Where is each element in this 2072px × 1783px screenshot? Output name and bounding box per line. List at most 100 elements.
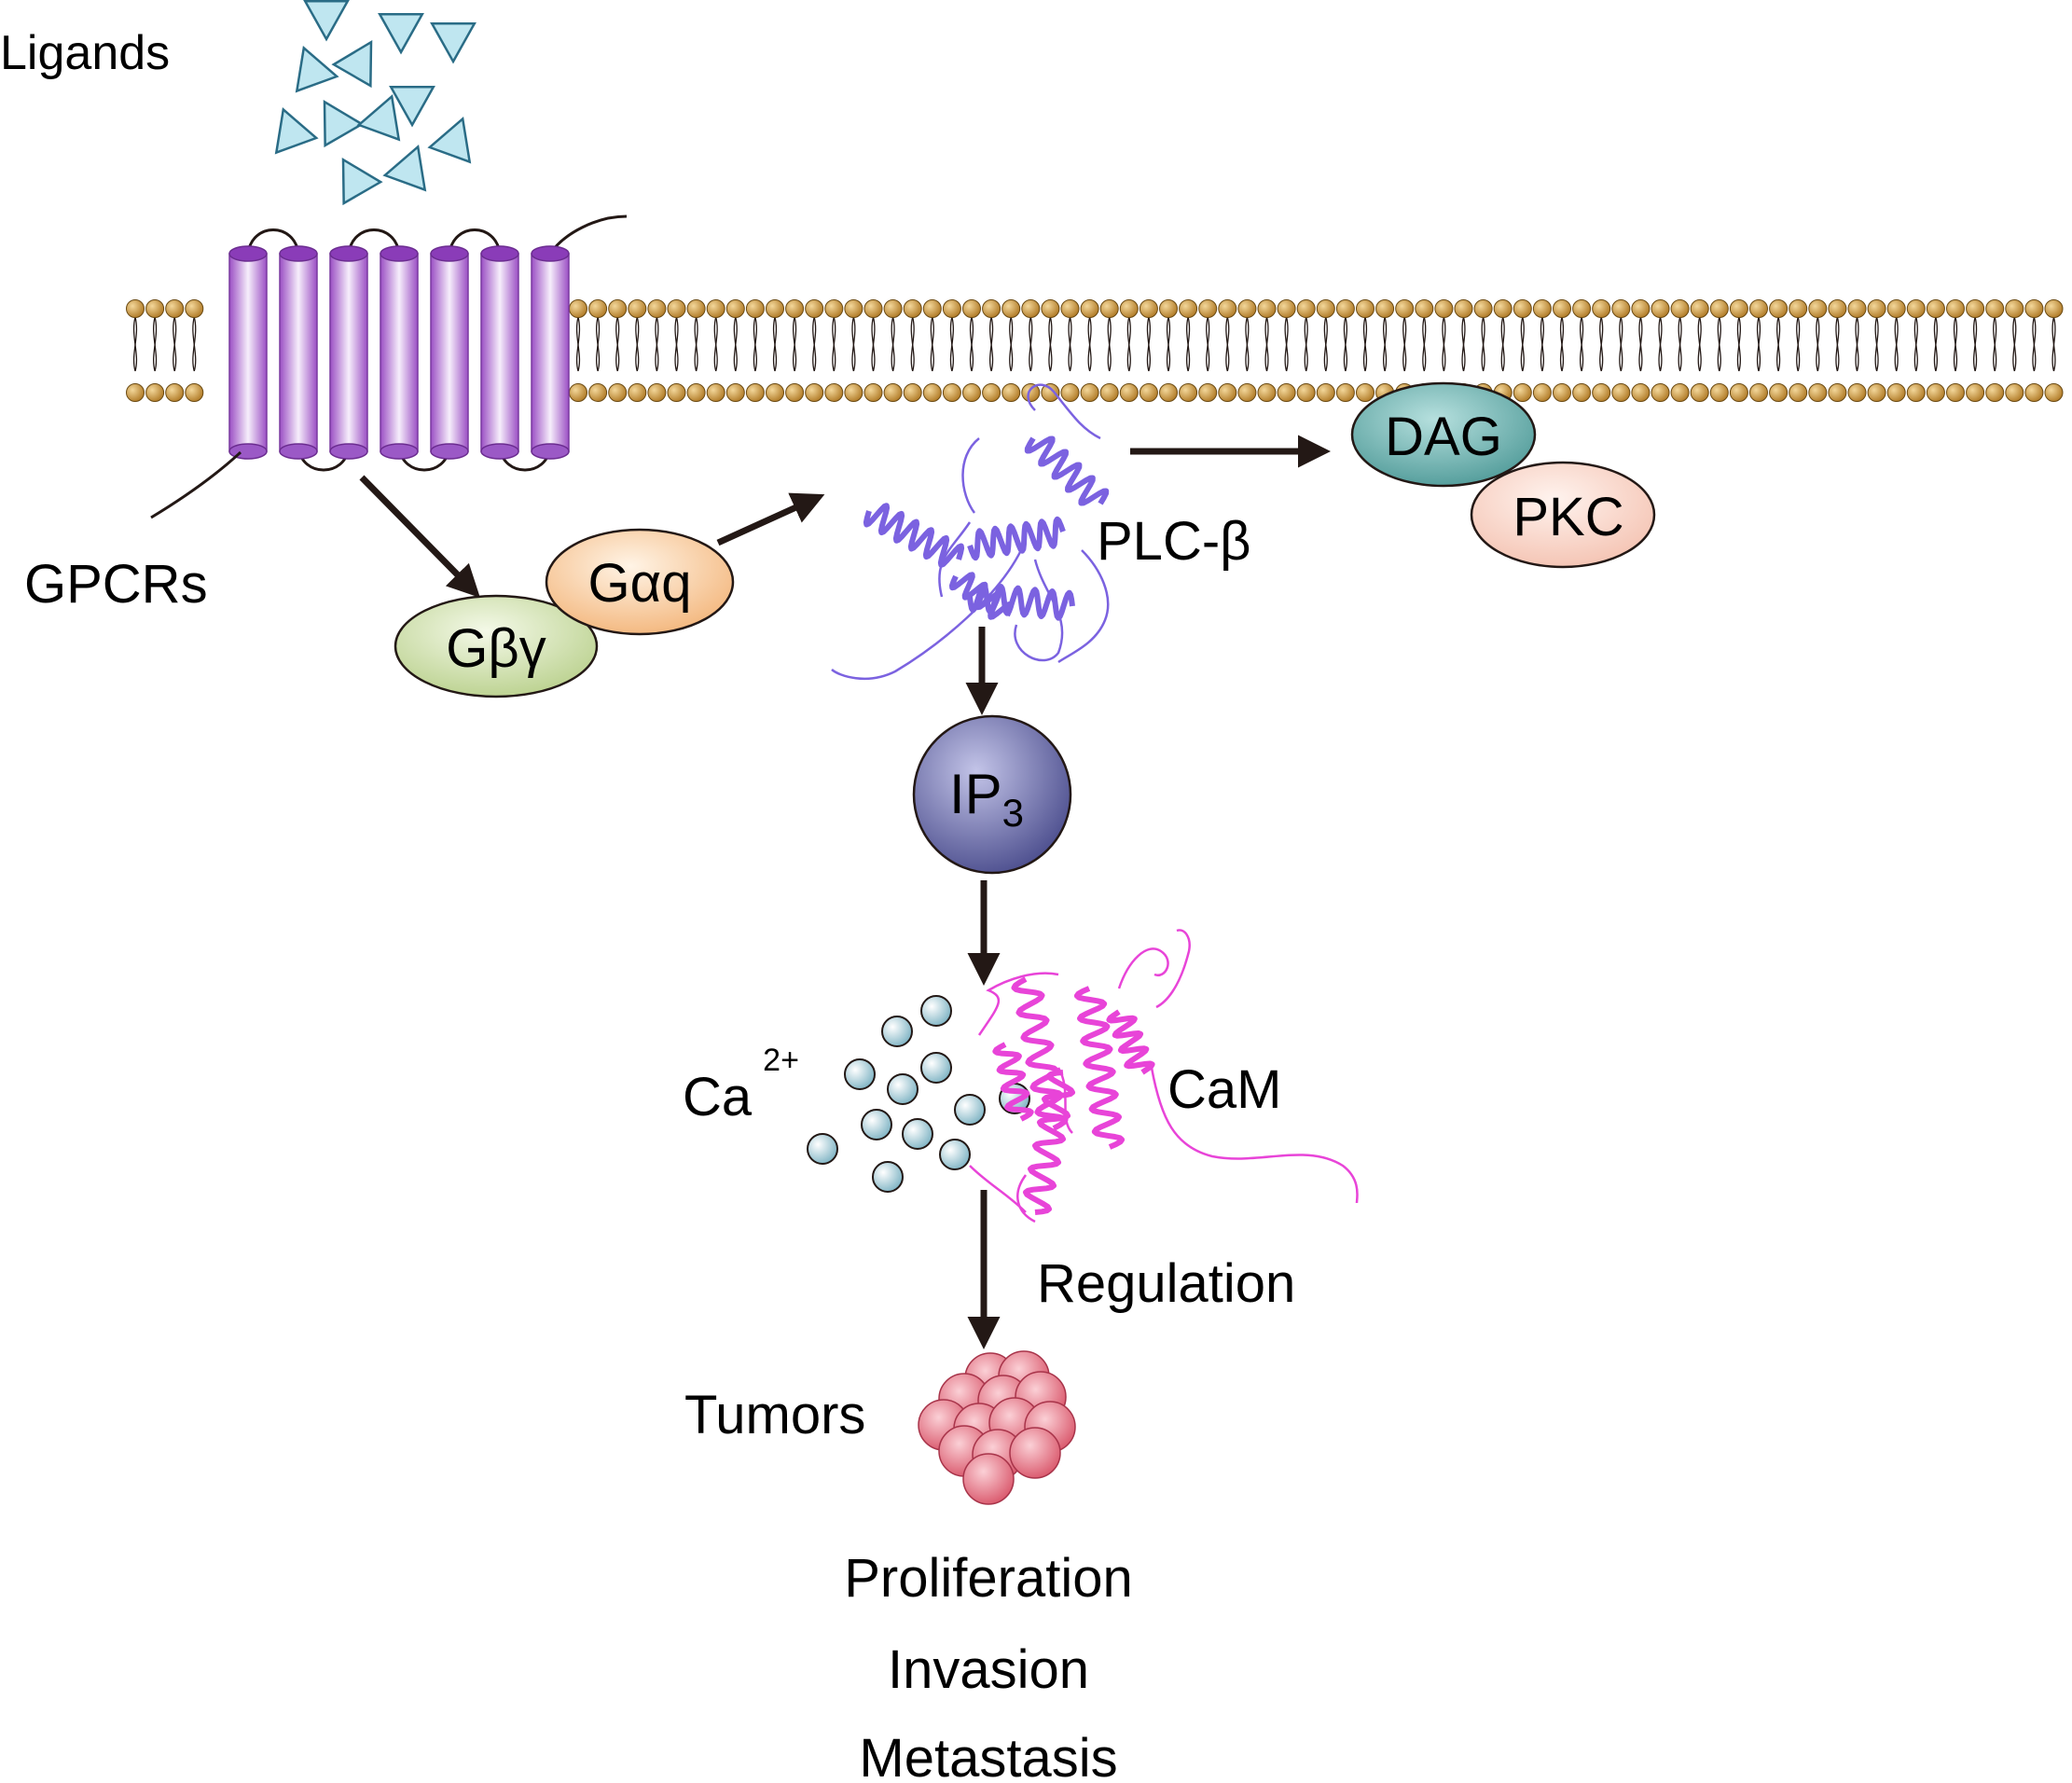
lipid-head — [1473, 299, 1493, 318]
lipid-head — [942, 383, 961, 402]
lipid-head — [1198, 383, 1218, 402]
plc-loop — [961, 437, 980, 514]
helix-top — [430, 245, 469, 262]
cam-loop — [969, 1165, 1027, 1213]
lipid-head — [1886, 299, 1906, 318]
lipid-head — [1356, 383, 1374, 402]
lipid-tail — [753, 316, 757, 372]
lipid-tail — [1402, 316, 1407, 372]
extracellular-loop — [246, 228, 300, 255]
lipid-tail — [2051, 316, 2056, 372]
calcium-ion-icon — [902, 1118, 933, 1150]
tumor-cell-icon — [1009, 1427, 1061, 1479]
calcium-ion-icon — [807, 1133, 838, 1165]
lipid-head — [628, 383, 647, 402]
lipid-head — [1021, 299, 1041, 318]
ligands-group — [274, 0, 477, 206]
ligand-triangle-icon — [303, 0, 350, 42]
lipid-head — [1041, 383, 1060, 402]
regulation-label: Regulation — [1037, 1253, 1295, 1314]
lipid-head — [1906, 383, 1926, 402]
ligand-triangle-icon — [378, 12, 424, 55]
lipid-tail — [1520, 316, 1525, 372]
plc-helix — [967, 516, 1066, 561]
lipid-tail — [1894, 316, 1899, 372]
lipid-head — [766, 383, 784, 402]
lipid-head — [1709, 383, 1729, 402]
lipid-tail — [1362, 316, 1368, 372]
lipid-tail — [1442, 316, 1446, 372]
lipid-head — [922, 299, 942, 318]
lipid-head — [126, 383, 145, 402]
transmembrane-helix — [228, 253, 268, 452]
lipid-head — [1631, 299, 1651, 318]
calcium-ion-icon — [872, 1161, 904, 1193]
lipid-head — [1021, 383, 1041, 402]
transmembrane-helix — [531, 253, 570, 452]
lipid-head — [588, 383, 608, 402]
lipid-tail — [989, 316, 994, 372]
lipid-head — [1375, 299, 1395, 318]
lipid-head — [1847, 383, 1867, 402]
lipid-head — [844, 299, 863, 318]
lipid-tail — [1874, 316, 1879, 372]
lipid-tail — [772, 316, 778, 372]
cam-helix — [1073, 986, 1126, 1150]
galpha-label: Gαq — [588, 553, 692, 614]
arrow-gpcr-to-gprotein — [359, 475, 480, 598]
calmodulin-protein — [969, 929, 1359, 1223]
lipid-head — [1769, 299, 1789, 318]
lipid-tail — [1323, 316, 1328, 372]
lipid-head — [569, 299, 587, 318]
lipid-tail — [1146, 316, 1151, 372]
lipid-head — [1906, 299, 1926, 318]
lipid-tail — [1186, 316, 1191, 372]
lipid-head — [1729, 299, 1748, 318]
lipid-head — [824, 299, 844, 318]
lipid-head — [1651, 383, 1670, 402]
lipid-tail — [1796, 316, 1801, 372]
lipid-head — [1493, 299, 1513, 318]
transmembrane-helix — [329, 253, 368, 452]
cam-helix — [1023, 1070, 1075, 1215]
lipid-tail — [635, 316, 640, 372]
lipid-head — [2005, 383, 2024, 402]
g-alpha-q: Gαq — [545, 528, 735, 636]
extracellular-loop — [448, 228, 502, 255]
plc-label: PLC-β — [1097, 511, 1251, 572]
ip3-label: IP3 — [949, 763, 1024, 835]
lipid-head — [863, 383, 883, 402]
lipid-tail — [1481, 316, 1485, 372]
lipid-tail — [1993, 316, 1997, 372]
lipid-head — [785, 299, 805, 318]
lipid-head — [1080, 299, 1099, 318]
calcium-ion-icon — [887, 1073, 919, 1105]
helix-top — [228, 245, 268, 262]
lipid-head — [185, 299, 204, 318]
cam-loop — [977, 972, 1059, 1036]
lipid-tail — [930, 316, 934, 372]
outcome-label: Invasion — [888, 1639, 1089, 1700]
lipid-tail — [1540, 316, 1544, 372]
lipid-head — [766, 299, 784, 318]
lipid-tail — [1580, 316, 1584, 372]
ligand-triangle-icon — [356, 94, 401, 142]
lipid-tail — [2012, 316, 2017, 372]
lipid-tail — [173, 316, 177, 372]
lipid-tail — [733, 316, 738, 372]
lipid-head — [1828, 299, 1847, 318]
lipid-head — [962, 299, 981, 318]
calcium-ion-icon — [920, 995, 952, 1027]
lipid-head — [2024, 383, 2044, 402]
helix-top — [380, 245, 419, 262]
lipid-head — [1060, 299, 1080, 318]
lipid-head — [1847, 299, 1867, 318]
cam-loop — [1117, 947, 1169, 989]
lipid-tail — [2032, 316, 2037, 372]
lipid-head — [1709, 299, 1729, 318]
lipid-head — [805, 299, 824, 318]
lipid-head — [1789, 299, 1808, 318]
lipid-tail — [1756, 316, 1761, 372]
lipid-head — [1198, 299, 1218, 318]
